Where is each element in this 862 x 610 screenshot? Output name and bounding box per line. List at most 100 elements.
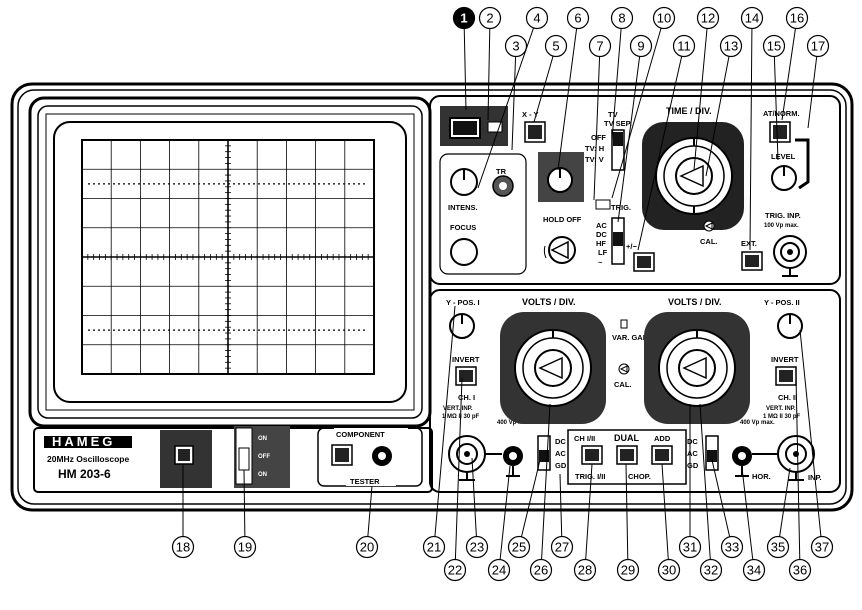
ch1-dc: DC [555,437,566,446]
ch1-label: CH. I [458,393,475,402]
crt-screen-graticule [81,139,375,375]
callout-number-8: 8 [618,11,625,26]
level-knob[interactable] [771,165,797,191]
callout-circle-9 [629,34,653,58]
vert-inp1-label: VERT. INP. [443,406,473,412]
callout-number-29: 29 [621,563,635,578]
ch2-ac: AC [687,449,698,458]
brand-subtitle: 20MHz Oscilloscope [47,454,129,464]
holdoff-variable-dial[interactable] [543,236,576,264]
callout-number-36: 36 [793,563,807,578]
callout-number-34: 34 [747,563,761,578]
callout-number-9: 9 [637,39,644,54]
callout-number-1: 1 [460,11,467,26]
callout-number-20: 20 [360,540,374,555]
callout-circle-29 [616,558,640,582]
ch1-ground-socket[interactable] [503,446,523,477]
callout-circle-25 [507,535,531,559]
brand-plate: HAMEG 20MHz Oscilloscope HM 203-6 [33,427,433,493]
callout-circle-27 [550,535,574,559]
callout-circle-10 [652,6,676,30]
brand-model: HM 203-6 [58,467,111,481]
hor-label: HOR. [752,472,771,481]
coupling-ac: AC [596,221,607,230]
volts-div2-label: VOLTS / DIV. [668,297,722,307]
callout-number-11: 11 [677,39,691,54]
callout-circle-31 [678,535,702,559]
volts-cal-indicator [618,363,630,375]
callout-circle-15 [762,34,786,58]
intensity-knob[interactable] [450,168,478,196]
ch1-input-bnc[interactable] [448,435,502,481]
callout-number-30: 30 [662,563,676,578]
trig-coupling-switch[interactable] [611,217,625,265]
chi-ii-label: CH I/II [574,434,595,443]
intens-label: INTENS. [448,203,478,212]
time-cal-label: CAL. [700,237,718,246]
callout-number-12: 12 [701,11,715,26]
callout-circle-2 [478,6,502,30]
callout-circle-33 [720,535,744,559]
chop-label: CHOP. [628,472,651,481]
tv-mode-off: OFF [591,133,606,142]
trace-rotation-control[interactable] [492,175,514,197]
crt-bezel [28,96,432,428]
intens-focus-group [439,153,527,275]
callout-circle-23 [465,535,489,559]
ch2-input-bnc[interactable] [752,435,815,481]
callout-number-26: 26 [534,563,548,578]
callout-circle-7 [588,34,612,58]
volts-div2-knob[interactable] [658,329,736,407]
volts-div1-label: VOLTS / DIV. [522,297,576,307]
callout-circle-18 [171,535,195,559]
callout-circle-24 [487,558,511,582]
volts-div1-knob[interactable] [514,329,592,407]
time-div-label: TIME / DIV. [666,106,712,116]
invert2-label: INVERT [771,355,799,364]
callout-circle-8 [610,6,634,30]
ch2-label: CH. II [778,393,797,402]
callout-circle-17 [806,34,830,58]
callout-number-28: 28 [578,563,592,578]
callout-circle-21 [422,535,446,559]
ypos1-knob[interactable] [449,313,475,339]
illum-label-3: ON [258,472,267,478]
invert1-label: INVERT [452,355,480,364]
callout-number-16: 16 [790,11,804,26]
callout-number-21: 21 [427,540,441,555]
callout-number-19: 19 [238,540,252,555]
trig-input-bnc[interactable] [773,235,807,277]
callout-circle-14 [740,6,764,30]
callout-number-23: 23 [470,540,484,555]
callout-circle-36 [788,558,812,582]
ypos2-knob[interactable] [777,313,803,339]
tv-sep-switch[interactable] [611,129,625,171]
callout-number-18: 18 [176,540,190,555]
callout-circle-35 [766,535,790,559]
mode-button-group [567,429,687,485]
ch2-ground-socket[interactable] [732,446,752,477]
time-div-knob[interactable] [655,137,733,215]
illumination-control[interactable]: ON OFF ON [234,426,290,488]
vert-inp2-spec: 1 MΩ II 30 pF [763,414,800,420]
time-cal-indicator [703,220,715,232]
ch2-coupling-switch[interactable] [705,435,719,471]
callout-circle-1 [452,6,476,30]
callout-number-6: 6 [574,11,581,26]
trig-led [595,199,611,210]
callout-number-14: 14 [745,11,759,26]
coupling-hf: HF [596,239,606,248]
ypos2-label: Y - POS. II [764,298,800,307]
callout-number-24: 24 [492,563,506,578]
holdoff-knob[interactable] [547,167,573,193]
callout-number-32: 32 [704,563,718,578]
power-switch[interactable] [160,430,212,488]
callout-leaders [182,17,823,571]
ch1-gd: GD [555,461,567,470]
component-tester: COMPONENT TESTER [317,427,423,487]
callout-number-17: 17 [811,39,825,54]
callout-circle-30 [657,558,681,582]
tr-label: TR [496,167,507,176]
focus-knob[interactable] [450,238,478,266]
vert-inp2-label: VERT. INP. [766,406,796,412]
